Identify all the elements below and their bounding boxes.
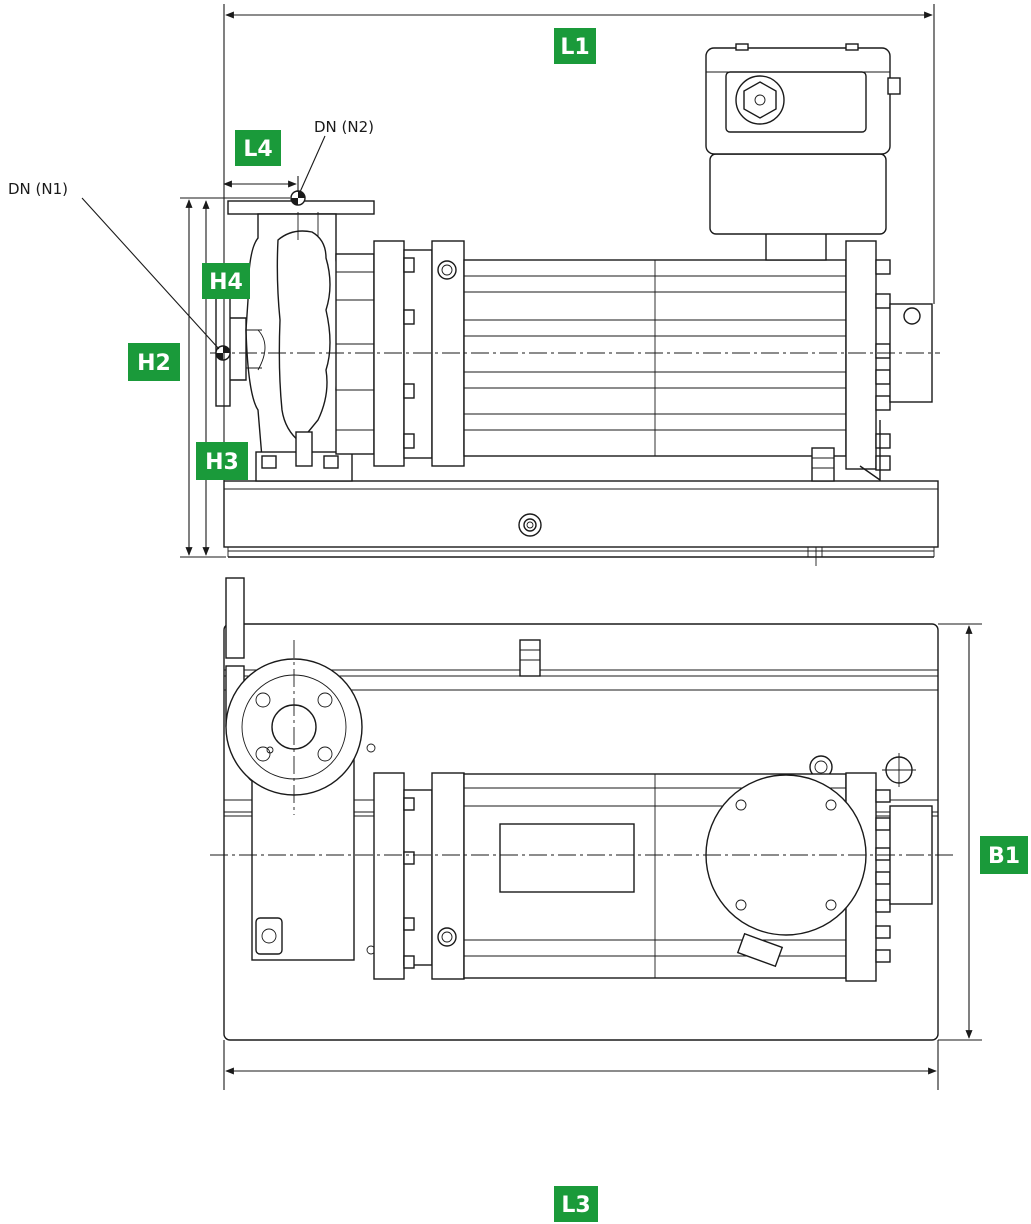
label-l4: L4 bbox=[243, 137, 272, 162]
nameplate bbox=[499, 823, 635, 893]
label-h2: H2 bbox=[137, 351, 171, 376]
dimension-l4 bbox=[223, 176, 299, 192]
base-frame-side bbox=[223, 480, 939, 566]
nozzle-n1-marker bbox=[215, 345, 231, 361]
label-l1-badge: L1 bbox=[554, 28, 596, 64]
pump-body-side bbox=[373, 43, 933, 482]
label-h3-badge: H3 bbox=[196, 442, 248, 480]
callout-dn-n1: DN (N1) bbox=[8, 180, 68, 198]
label-l4-badge: L4 bbox=[235, 130, 281, 166]
dimension-l1 bbox=[223, 4, 935, 481]
label-l3: L3 bbox=[561, 1193, 590, 1218]
callout-dn-n2: DN (N2) bbox=[314, 118, 374, 136]
label-b1: B1 bbox=[988, 844, 1020, 869]
nozzle-n2-marker bbox=[290, 190, 306, 206]
dimension-b1 bbox=[938, 623, 982, 1041]
label-h3: H3 bbox=[205, 450, 239, 475]
label-h2-badge: H2 bbox=[128, 343, 180, 381]
leader-n2 bbox=[299, 135, 326, 193]
label-b1-badge: B1 bbox=[980, 836, 1028, 874]
dimension-h2 bbox=[180, 197, 290, 558]
leader-n1 bbox=[81, 197, 220, 350]
top-view bbox=[210, 577, 982, 1090]
label-h4-badge: H4 bbox=[202, 263, 250, 299]
foot-hole-right bbox=[882, 753, 916, 787]
label-l3-badge: L3 bbox=[554, 1186, 598, 1222]
label-l1: L1 bbox=[560, 35, 589, 60]
dimension-l3 bbox=[223, 1040, 939, 1090]
pump-housing-side bbox=[215, 200, 375, 482]
side-view bbox=[81, 4, 940, 566]
label-h4: H4 bbox=[209, 270, 243, 295]
